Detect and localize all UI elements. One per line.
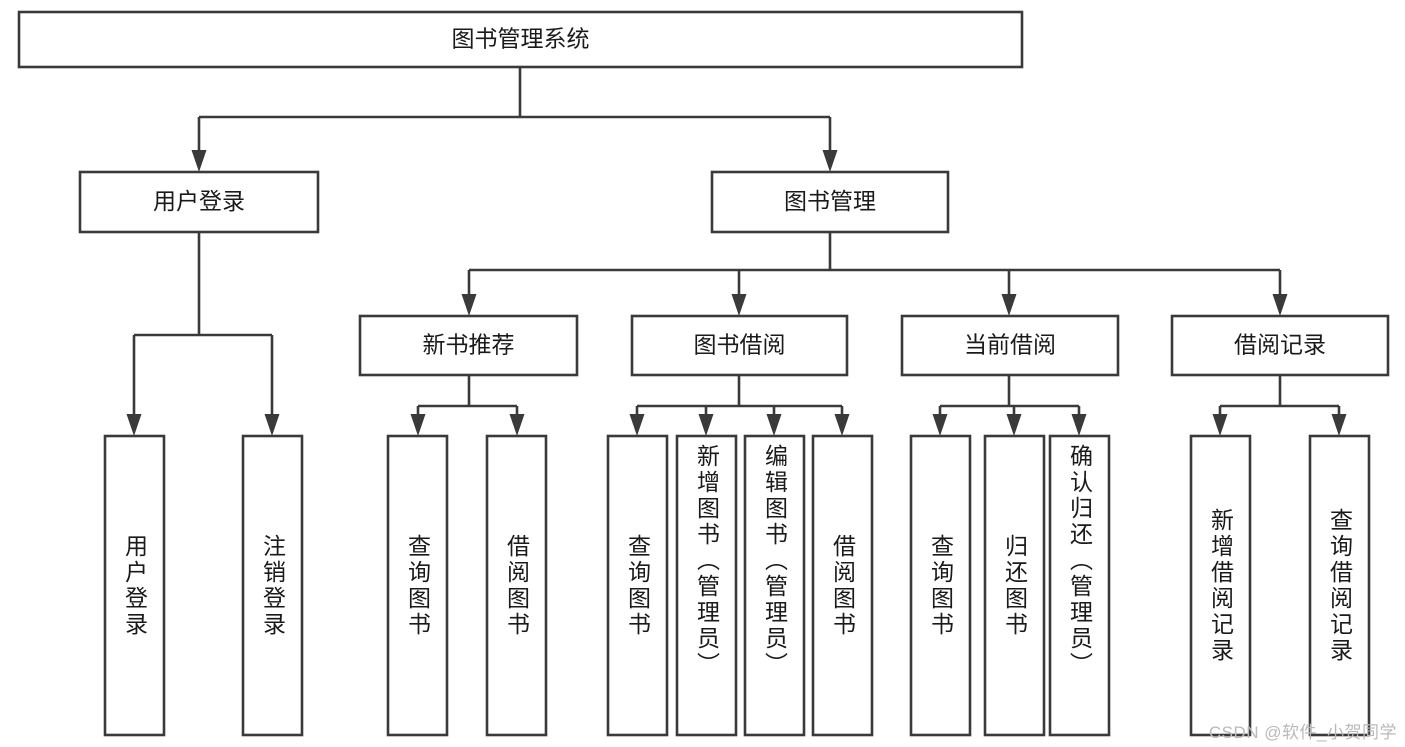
manage-arrow-2-head bbox=[1001, 294, 1017, 316]
login-arrow-1-head bbox=[264, 414, 280, 436]
leaf-node-11-box[interactable] bbox=[1189, 434, 1252, 737]
group-1-arrow-2-head bbox=[766, 414, 782, 436]
level3-node-0-label: 新书推荐 bbox=[423, 332, 515, 358]
level2-node-0-box[interactable] bbox=[78, 170, 320, 234]
leaf-node-9-box[interactable] bbox=[983, 434, 1046, 737]
level2-node-1[interactable]: 图书管理 bbox=[710, 170, 950, 234]
leaf-node-8-box[interactable] bbox=[909, 434, 972, 737]
group-0-arrow-0-head bbox=[410, 414, 426, 436]
level3-node-0[interactable]: 新书推荐 bbox=[358, 314, 579, 377]
level2-node-1-box[interactable] bbox=[710, 170, 950, 234]
root-node-box[interactable] bbox=[17, 10, 1024, 69]
manage-arrow-1-head bbox=[731, 294, 747, 316]
group-1-arrow-1-head bbox=[698, 414, 714, 436]
level3-node-3-box[interactable] bbox=[1170, 314, 1390, 377]
level2-node-1-label: 图书管理 bbox=[784, 188, 876, 214]
leaf-node-2-box[interactable] bbox=[386, 434, 449, 737]
level2-node-0-label: 用户登录 bbox=[153, 188, 245, 214]
leaf-node-1-box[interactable] bbox=[241, 434, 304, 737]
group-1-arrow-0-head bbox=[629, 414, 645, 436]
leaf-node-6-box[interactable] bbox=[743, 434, 806, 737]
connector-layer bbox=[126, 67, 1347, 436]
manage-arrow-0-head bbox=[461, 294, 477, 316]
level3-node-2-label: 当前借阅 bbox=[964, 332, 1056, 358]
level3-node-3[interactable]: 借阅记录 bbox=[1170, 314, 1390, 377]
level3-node-3-label: 借阅记录 bbox=[1234, 332, 1326, 358]
leaf-node-0-box[interactable] bbox=[103, 434, 166, 737]
group-2-arrow-0-head bbox=[932, 414, 948, 436]
group-2-arrow-2-head bbox=[1071, 414, 1087, 436]
group-1-arrow-3-head bbox=[834, 414, 850, 436]
level2-node-0[interactable]: 用户登录 bbox=[78, 170, 320, 234]
leaf-node-12-box[interactable] bbox=[1308, 434, 1371, 737]
watermark-text: CSDN @软件_小贺同学 bbox=[1208, 723, 1397, 742]
leaf-node-3-box[interactable] bbox=[485, 434, 548, 737]
root-arrow-0-head bbox=[191, 150, 207, 172]
leaf-node-10-box[interactable] bbox=[1048, 434, 1111, 737]
level3-node-1-label: 图书借阅 bbox=[694, 332, 786, 358]
leaf-node-4-box[interactable] bbox=[606, 434, 669, 737]
group-3-arrow-1-head bbox=[1331, 414, 1347, 436]
manage-arrow-3-head bbox=[1272, 294, 1288, 316]
root-node-label: 图书管理系统 bbox=[452, 26, 590, 52]
level3-node-2[interactable]: 当前借阅 bbox=[900, 314, 1120, 377]
group-3-arrow-0-head bbox=[1212, 414, 1228, 436]
level3-node-2-box[interactable] bbox=[900, 314, 1120, 377]
leaf-node-7-box[interactable] bbox=[811, 434, 874, 737]
root-node[interactable]: 图书管理系统 bbox=[17, 10, 1024, 69]
root-arrow-1-head bbox=[822, 150, 838, 172]
leaf-layer bbox=[103, 434, 1371, 737]
level3-node-0-box[interactable] bbox=[358, 314, 579, 377]
level3-node-1-box[interactable] bbox=[630, 314, 849, 377]
group-2-arrow-1-head bbox=[1006, 414, 1022, 436]
group-0-arrow-1-head bbox=[509, 414, 525, 436]
login-arrow-0-head bbox=[126, 414, 142, 436]
level3-node-1[interactable]: 图书借阅 bbox=[630, 314, 849, 377]
leaf-node-5-box[interactable] bbox=[675, 434, 738, 737]
